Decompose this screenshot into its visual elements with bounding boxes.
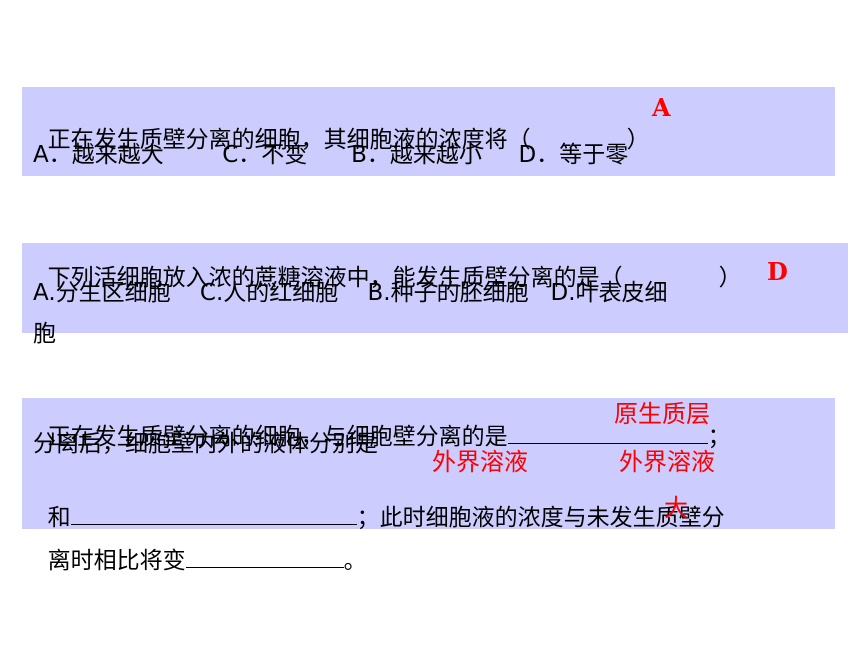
question-2-stem-text: 下列活细胞放入浓的蔗糖溶液中，能发生质壁分离的是（ [47,265,623,291]
question-2-options-continued: 胞 [33,321,56,347]
blank-1 [507,421,708,444]
question-2-stem-close: ） [718,265,742,291]
question-2-stem: 下列活细胞放入浓的蔗糖溶液中，能发生质壁分离的是（ ） [33,236,742,292]
question-2-answer: D [767,257,788,286]
blank-3 [70,502,357,525]
question-3-answer-4: 大 [664,494,688,522]
question-3-line-4: 离时相比将变 。 [33,517,367,575]
question-1-stem-text: 正在发生质壁分离的细胞，其细胞液的浓度将（ [47,127,531,153]
question-1-answer: A [652,93,671,122]
question-1-box [22,87,835,176]
question-1-options: A．越来越大 C．不变 B．越来越小 D．等于零 [33,142,629,168]
question-3-line-3: 和 ；此时细胞液的浓度与未发生质壁分 [33,474,725,532]
question-3-line-4-text: 离时相比将变 [47,548,186,574]
question-1-stem-close: ） [626,127,650,153]
question-3-answer-1: 原生质层 [614,400,710,428]
question-3-line-4-end: 。 [343,548,367,574]
question-3-line-2: 分离后，细胞壁内外的液体分别是 [33,431,378,457]
question-1-stem: 正在发生质壁分离的细胞，其细胞液的浓度将（ ） [33,98,650,154]
question-3-line-1-end: ； [707,424,731,450]
question-3-line-3-end: ；此时细胞液的浓度与未发生质壁分 [356,505,725,531]
question-3-answer-3: 外界溶液 [619,448,715,476]
question-3-box [22,398,835,529]
blank-4 [185,545,344,568]
question-3-line-1-text: 正在发生质壁分离的细胞，与细胞壁分离的是 [47,424,508,450]
question-3-line-1: 正在发生质壁分离的细胞，与细胞壁分离的是 ； [33,393,731,451]
question-2-box [22,243,848,333]
question-3-line-3-text: 和 [47,505,71,531]
question-3-answer-2: 外界溶液 [432,448,528,476]
question-2-options: A.分生区细胞 C.人的红细胞 B.种子的胚细胞 D.叶表皮细 [33,280,668,306]
